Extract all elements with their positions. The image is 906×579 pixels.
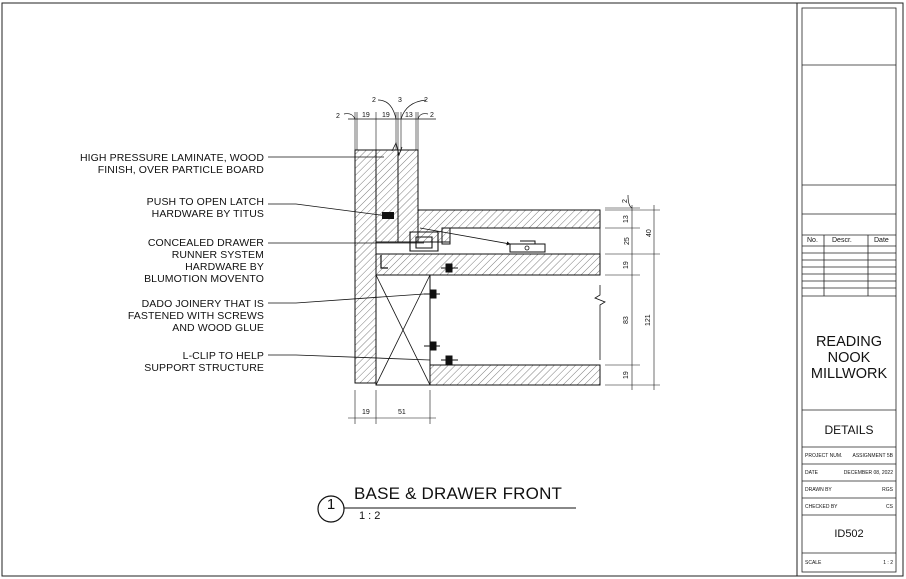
detail-scale: 1 : 2 bbox=[359, 510, 381, 522]
note-line: L-CLIP TO HELP bbox=[182, 350, 264, 362]
project-name-line: NOOK bbox=[827, 350, 871, 366]
dim-bottom-b2: 51 bbox=[398, 409, 406, 416]
note-lclip: L-CLIP TO HELP SUPPORT STRUCTURE bbox=[144, 350, 264, 374]
note-line: SUPPORT STRUCTURE bbox=[144, 362, 264, 374]
project-name-line: READING bbox=[815, 334, 883, 350]
field-label-checked-by: CHECKED BY bbox=[805, 504, 838, 510]
note-line: HIGH PRESSURE LAMINATE, WOOD bbox=[79, 152, 264, 164]
note-line: FINISH, OVER PARTICLE BOARD bbox=[97, 164, 264, 176]
leader-lines bbox=[268, 156, 511, 361]
rev-col-no: No. bbox=[807, 237, 818, 244]
dim-right-r5: 19 bbox=[623, 261, 630, 269]
push-latch bbox=[382, 212, 394, 219]
note-line: AND WOOD GLUE bbox=[172, 322, 264, 334]
note-line: CONCEALED DRAWER bbox=[147, 237, 264, 249]
field-value-project-num: ASSIGNMENT 5B bbox=[852, 453, 893, 459]
scale-value: 1 : 2 bbox=[883, 560, 893, 566]
field-label-date: DATE bbox=[805, 470, 818, 476]
note-line: RUNNER SYSTEM bbox=[171, 249, 264, 261]
dim-right-r3: 25 bbox=[624, 237, 631, 245]
dim-top-d2: 19 bbox=[362, 112, 370, 119]
project-name: READING NOOK MILLWORK bbox=[802, 334, 896, 382]
field-value-checked-by: CS bbox=[886, 504, 893, 510]
side-panel bbox=[354, 149, 377, 384]
note-dado: DADO JOINERY THAT IS FASTENED WITH SCREW… bbox=[128, 298, 264, 334]
base-shelf bbox=[375, 253, 601, 276]
dim-top-d5: 2 bbox=[430, 112, 434, 119]
field-value-date: DECEMBER 08, 2022 bbox=[843, 470, 893, 476]
screws bbox=[424, 263, 458, 365]
drawer-front-panel bbox=[375, 149, 399, 243]
sheet-number: ID502 bbox=[834, 528, 864, 540]
dim-right-r6: 83 bbox=[623, 316, 630, 324]
void-block bbox=[375, 274, 431, 386]
l-clip bbox=[380, 255, 388, 269]
dim-top-d3: 19 bbox=[382, 112, 390, 119]
project-name-line: MILLWORK bbox=[810, 366, 888, 382]
note-laminate: HIGH PRESSURE LAMINATE, WOOD FINISH, OVE… bbox=[80, 152, 264, 176]
dim-right-r1: 2 bbox=[622, 199, 629, 203]
note-line: PUSH TO OPEN LATCH bbox=[146, 196, 264, 208]
rev-col-descr: Descr. bbox=[832, 237, 852, 244]
detail-title: BASE & DRAWER FRONT bbox=[354, 484, 563, 503]
dim-top-d8: 2 bbox=[424, 97, 428, 104]
drawer-front-inner bbox=[397, 149, 419, 243]
dim-right-r8: 19 bbox=[623, 371, 630, 379]
field-value-drawn-by: RGS bbox=[882, 487, 893, 493]
detail-number-circle bbox=[317, 495, 345, 523]
bottom-shelf bbox=[429, 364, 601, 386]
dim-bottom-b1: 19 bbox=[362, 409, 370, 416]
note-runner: CONCEALED DRAWER RUNNER SYSTEM HARDWARE … bbox=[144, 237, 264, 285]
break-line bbox=[594, 285, 606, 360]
dim-right-r4: 40 bbox=[646, 229, 653, 237]
dim-top-d7: 3 bbox=[398, 97, 402, 104]
scale-label: SCALE bbox=[805, 560, 822, 566]
note-latch: PUSH TO OPEN LATCH HARDWARE BY TITUS bbox=[147, 196, 264, 220]
top-shelf bbox=[417, 209, 601, 243]
field-label-drawn-by: DRAWN BY bbox=[805, 487, 832, 493]
runner-hardware bbox=[409, 231, 439, 252]
dim-right-r2: 13 bbox=[623, 215, 630, 223]
dim-top-d1: 2 bbox=[336, 113, 340, 120]
rev-col-date: Date bbox=[874, 237, 889, 244]
note-line: HARDWARE BY bbox=[185, 261, 264, 273]
title-block bbox=[801, 7, 897, 573]
runner-on-shelf bbox=[509, 240, 546, 253]
sheet-title: DETAILS bbox=[824, 423, 874, 437]
note-line: FASTENED WITH SCREWS bbox=[127, 310, 264, 322]
field-label-project-num: PROJECT NUM. bbox=[805, 453, 843, 459]
note-line: HARDWARE BY TITUS bbox=[151, 208, 264, 220]
detail-number: 1 bbox=[326, 496, 336, 513]
dim-top-d4: 13 bbox=[405, 112, 413, 119]
dim-right-r7: 121 bbox=[645, 314, 652, 326]
note-line: BLUMOTION MOVENTO bbox=[144, 273, 264, 285]
note-line: DADO JOINERY THAT IS bbox=[141, 298, 264, 310]
dim-top-d6: 2 bbox=[372, 97, 376, 104]
section-detail bbox=[268, 99, 660, 424]
